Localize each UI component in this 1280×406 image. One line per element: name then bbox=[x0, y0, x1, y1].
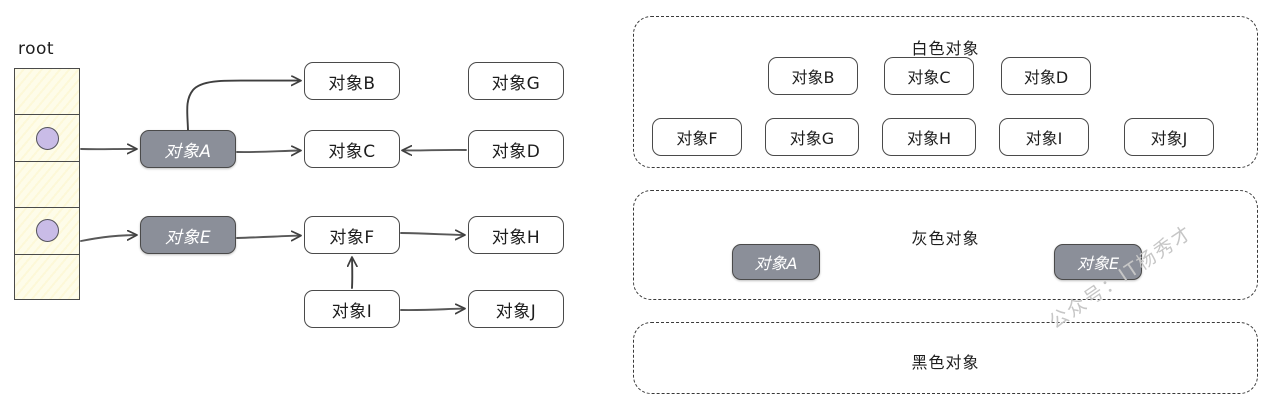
graph-node-H: 对象H bbox=[468, 216, 564, 254]
graph-node-label: 对象J bbox=[495, 301, 537, 322]
edge-D-to-C bbox=[403, 150, 467, 151]
legend-chip-label: 对象I bbox=[1025, 129, 1063, 148]
edge-I-to-J bbox=[400, 309, 464, 310]
edge-A-to-B bbox=[186, 81, 300, 131]
graph-node-A: 对象A bbox=[140, 130, 236, 168]
graph-node-label: 对象B bbox=[328, 73, 376, 94]
graph-node-label: 对象I bbox=[331, 301, 373, 322]
legend-chip-对象C: 对象C bbox=[884, 57, 974, 95]
legend-chip-label: 对象G bbox=[789, 129, 835, 148]
legend-section-black: 黑色对象 bbox=[633, 322, 1258, 394]
legend-chip-对象F: 对象F bbox=[652, 118, 742, 156]
graph-node-B: 对象B bbox=[304, 62, 400, 100]
legend-chip-label: 对象J bbox=[1150, 129, 1188, 148]
edge-E-to-F bbox=[236, 236, 300, 238]
legend-chip-label: 对象A bbox=[754, 254, 798, 273]
root-stack-cell-2 bbox=[15, 115, 79, 162]
graph-node-label: 对象C bbox=[328, 141, 376, 162]
graph-node-label: 对象D bbox=[491, 141, 541, 162]
legend-chip-对象E: 对象E bbox=[1054, 244, 1142, 280]
legend-chip-对象I: 对象I bbox=[999, 118, 1089, 156]
graph-node-G: 对象G bbox=[468, 62, 564, 100]
root-stack-cell-5 bbox=[15, 255, 79, 301]
graph-node-E: 对象E bbox=[140, 216, 236, 254]
legend-chip-对象H: 对象H bbox=[882, 118, 976, 156]
graph-node-label: 对象G bbox=[491, 73, 541, 94]
root-stack-cell-1 bbox=[15, 69, 79, 116]
legend-section-title: 白色对象 bbox=[911, 39, 980, 58]
legend-chip-label: 对象C bbox=[907, 68, 951, 87]
graph-node-J: 对象J bbox=[468, 290, 564, 328]
root-label: root bbox=[18, 39, 55, 59]
legend-chip-对象D: 对象D bbox=[1001, 57, 1091, 95]
legend-chip-对象J: 对象J bbox=[1124, 118, 1214, 156]
legend-chip-对象G: 对象G bbox=[765, 118, 859, 156]
graph-node-label: 对象F bbox=[329, 227, 375, 248]
legend-chip-对象A: 对象A bbox=[732, 244, 820, 280]
edge-F-to-H bbox=[400, 233, 464, 235]
edge-root4-to-E bbox=[80, 235, 136, 242]
legend-chip-label: 对象D bbox=[1023, 68, 1069, 87]
graph-node-label: 对象E bbox=[164, 227, 212, 248]
graph-node-I: 对象I bbox=[304, 290, 400, 328]
legend-chip-对象B: 对象B bbox=[768, 57, 858, 95]
legend-section-title: 黑色对象 bbox=[911, 353, 980, 372]
root-stack-cell-4 bbox=[15, 208, 79, 255]
graph-node-label: 对象H bbox=[491, 227, 541, 248]
root-pointer-dot-icon bbox=[35, 219, 59, 243]
root-stack-cell-3 bbox=[15, 162, 79, 209]
root-pointer-dot-icon bbox=[35, 126, 59, 150]
graph-node-D: 对象D bbox=[468, 130, 564, 168]
graph-node-label: 对象A bbox=[164, 141, 212, 162]
graph-node-C: 对象C bbox=[304, 130, 400, 168]
legend-chip-label: 对象E bbox=[1076, 254, 1120, 273]
legend-chip-label: 对象H bbox=[906, 129, 952, 148]
legend-chip-label: 对象B bbox=[791, 68, 835, 87]
root-stack bbox=[14, 68, 80, 300]
edge-A-to-C bbox=[236, 151, 300, 153]
legend-chip-label: 对象F bbox=[676, 129, 718, 148]
graph-node-F: 对象F bbox=[304, 216, 400, 254]
legend-section-title: 灰色对象 bbox=[911, 229, 980, 248]
